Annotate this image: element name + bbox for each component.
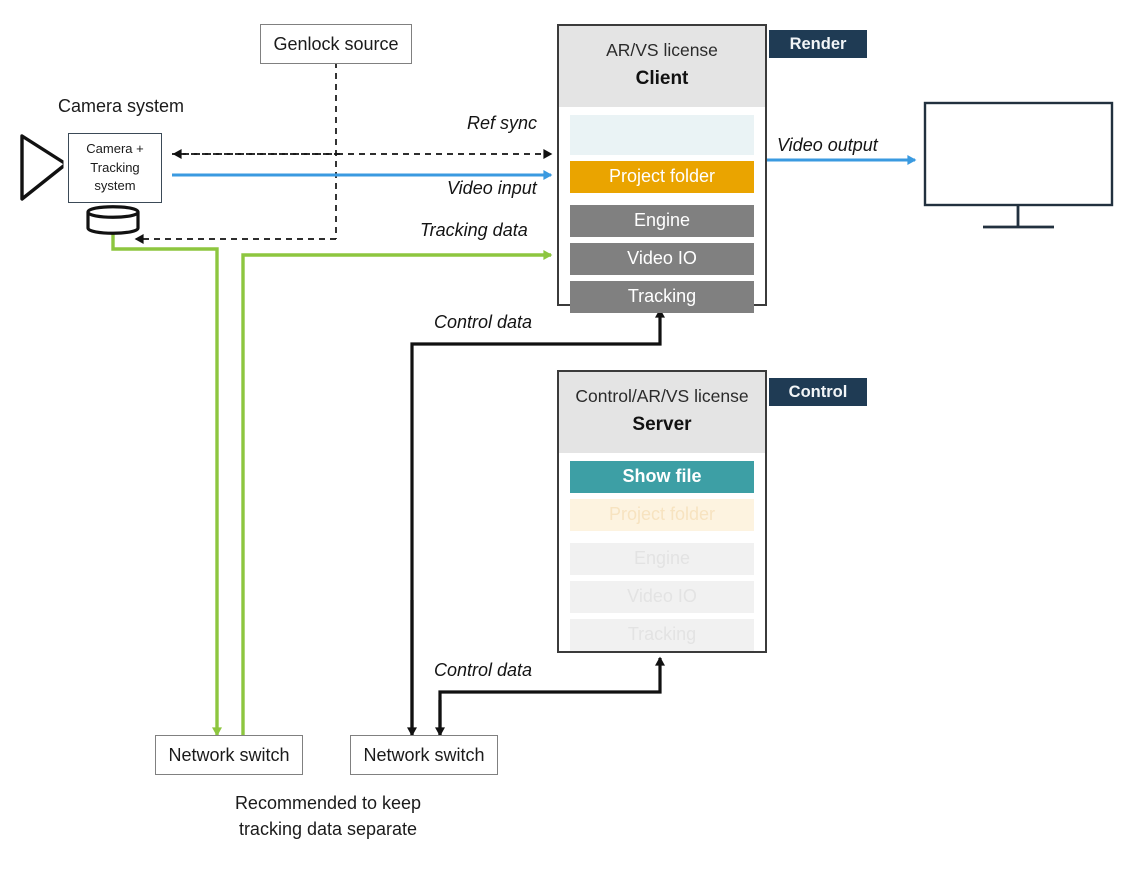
client-license-label: AR/VS license [606,40,718,60]
client-bar-tracking[interactable]: Tracking [570,280,754,313]
client-role-label: Client [635,68,689,90]
network-switch-left[interactable]: Network switch [155,735,303,775]
render-badge: Render [769,30,867,58]
server-bar-video-io: Video IO [570,580,754,613]
server-license-label: Control/AR/VS license [575,386,749,406]
client-card-header: AR/VS license Client [559,26,765,107]
tracking-sensor-top [86,205,140,214]
monitor-screen [923,101,1114,207]
client-bar-engine[interactable]: Engine [570,204,754,237]
server-card-header: Control/AR/VS license Server [559,372,765,453]
server-bar-project-folder: Project folder [570,498,754,531]
wire-tracking-data [241,250,553,735]
label-video-input: Video input [447,178,537,198]
client-bar-showfile-placeholder [570,114,754,155]
client-card-body: Project folder Engine Video IO Tracking [559,107,765,329]
camera-body-line2: Tracking [90,159,140,175]
network-switch-left-label: Network switch [168,744,290,765]
camera-body-line3: system [94,178,136,194]
label-ref-sync: Ref sync [467,113,538,133]
monitor-stand-icon [983,205,1054,229]
switch-note-line2: tracking data separate [238,819,418,840]
switch-note: Recommended to keep tracking data separa… [188,790,468,842]
control-badge: Control [769,378,867,406]
server-bar-tracking: Tracking [570,618,754,651]
network-switch-right-label: Network switch [363,744,485,765]
label-tracking-data: Tracking data [420,220,528,240]
camera-body-line1: Camera + [86,140,144,156]
client-card[interactable]: AR/VS license Client Project folder Engi… [557,24,767,313]
client-bar-video-io[interactable]: Video IO [570,242,754,275]
genlock-source-label: Genlock source [273,33,399,54]
server-card[interactable]: Control/AR/VS license Server Show file P… [557,370,767,653]
wire-control-upper [410,308,665,735]
network-switch-right[interactable]: Network switch [350,735,498,775]
label-control-data-upper: Control data [434,312,533,332]
camera-body-text: Camera + Tracking system [86,140,143,197]
camera-system-caption: Camera system [58,96,185,116]
client-bar-project-folder[interactable]: Project folder [570,160,754,193]
camera-tracking-system-box[interactable]: Camera + Tracking system [68,133,162,203]
server-bar-show-file[interactable]: Show file [570,460,754,493]
control-badge-label: Control [788,382,848,401]
render-badge-label: Render [789,34,847,53]
tracking-sensor-icon [86,210,140,235]
wire-tracking-to-switch [111,228,222,737]
camera-lens-icon [20,134,68,201]
genlock-source-box[interactable]: Genlock source [260,24,412,64]
switch-note-line1: Recommended to keep [234,793,422,813]
label-control-data-lower: Control data [434,660,533,680]
server-card-body: Show file Project folder Engine Video IO… [559,453,765,667]
server-bar-engine: Engine [570,542,754,575]
server-role-label: Server [632,414,692,436]
label-video-output: Video output [777,135,878,155]
